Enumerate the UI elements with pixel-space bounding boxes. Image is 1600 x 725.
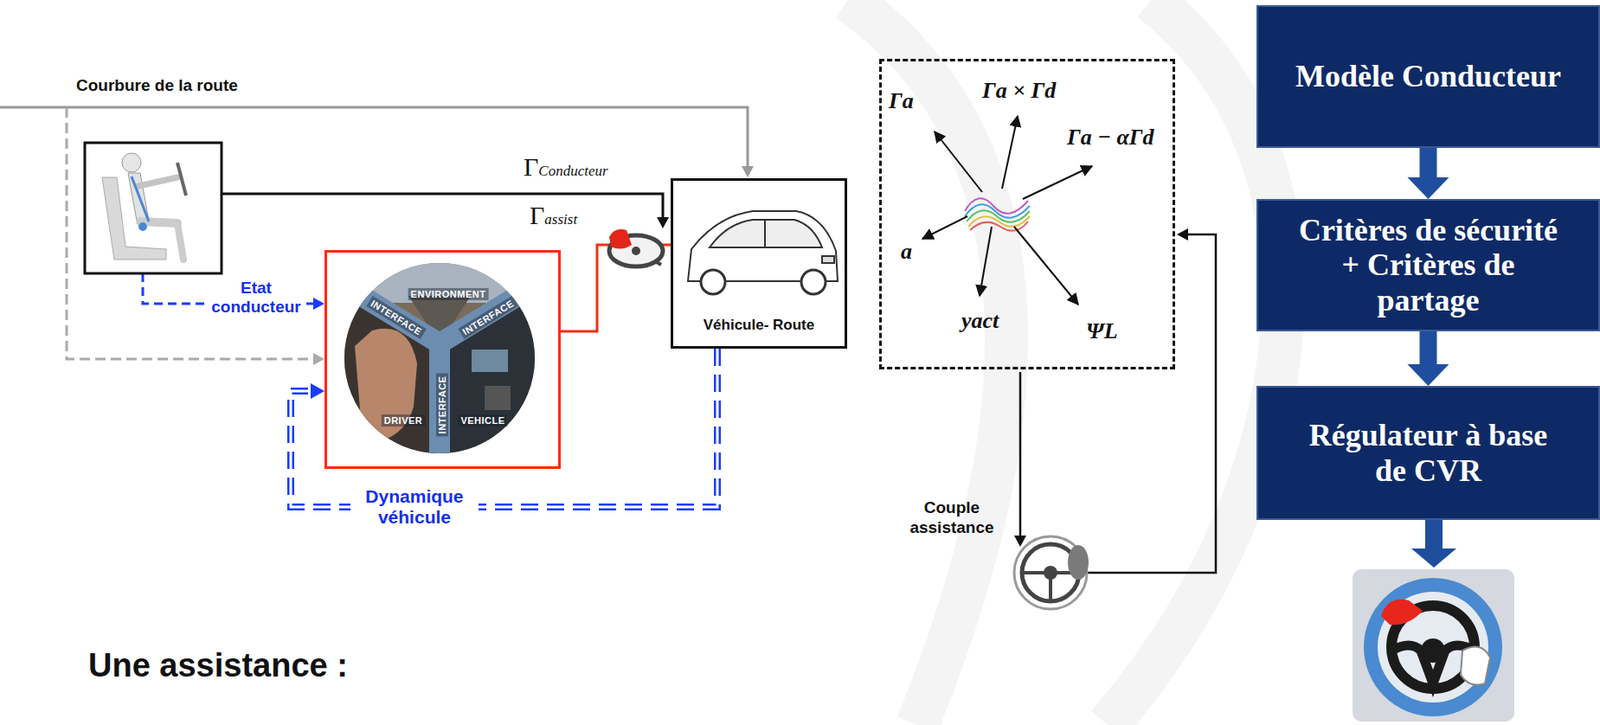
image-label: ENVIRONMENT [408,288,489,301]
signal-name: ΓConducteur [523,152,609,182]
car-wheel [700,269,726,295]
signal-name: Etat conducteur [207,278,305,317]
image-label: INTERFACE [366,295,426,340]
arrowhead [310,383,325,399]
signal-name: Couple assistance [899,497,1004,538]
car-window [709,219,823,248]
assist-torque-line [1019,372,1022,537]
seat-belt [131,176,149,222]
hand [1067,545,1089,580]
band [429,343,450,472]
block-arrow-shaft [1420,147,1438,178]
step-title: Régulateur à base de CVR [1293,417,1564,489]
icon-red-hand [1381,599,1423,625]
criterion-arrow [922,216,968,239]
criterion-symbol: yact [961,307,999,335]
block-arrow-head [1411,548,1457,568]
criterion-arrow [934,131,983,193]
steering-wheel [177,162,187,196]
torso [128,173,149,221]
criterion-symbol: Γa [888,87,914,116]
face [354,328,418,452]
driver-box [84,142,222,274]
interface-bands [337,281,542,472]
assist-wheel-icon [609,229,663,267]
curvature-dashed-line [66,107,315,360]
image-label: INTERFACE [457,295,518,340]
criterion-arrow [1002,115,1018,189]
car-pillar [764,219,766,248]
steering-wheel-icon [1014,536,1089,610]
shin [177,223,184,260]
block-arrow-shaft [1425,520,1443,550]
criterion-arrow [979,226,992,296]
car-light [822,256,835,264]
criteria-box: Γa Γa × Γd Γa − αΓd a yact ΨL [879,58,1176,370]
icon-ground [1352,569,1515,722]
step-box: Modèle Conducteur [1256,5,1600,148]
interface-box: ENVIRONMENTINTERFACEINTERFACEINTERFACEDR… [324,250,561,470]
vehicle-road-box: Véhicule- Route [670,178,848,349]
step-box: Critères de sécurité + Critères de parta… [1256,199,1600,332]
car-wheel [801,269,826,295]
criterion-arrow [1014,226,1079,305]
keypad [484,385,511,411]
driver-figure [84,142,222,274]
criteria-arrows [922,115,1093,305]
step-title: Modèle Conducteur [1295,58,1562,94]
connector-line [290,348,718,508]
criterion-symbol: ΨL [1085,317,1119,346]
box-label: Véhicule- Route [703,316,815,335]
watermark-arc [848,0,1007,725]
connector [290,348,718,508]
driver-area [328,283,440,485]
arrowhead [1014,535,1027,547]
road-label: Courbure de la route [76,76,238,96]
screen [471,349,508,373]
criterion-symbol: Γa × Γd [982,77,1056,105]
interface-photo [328,259,554,485]
image-label: DRIVER [381,414,426,427]
icon-white-hand [1460,647,1491,686]
thigh [140,221,178,224]
image-label: INTERFACE [436,373,449,437]
head [122,153,142,173]
mesh-line [970,221,1029,232]
icon-ring [1363,578,1503,717]
feedback-line [1086,234,1216,573]
car-drawing [687,211,838,295]
criterion-symbol: Γa − αΓd [1066,123,1155,152]
watermark-swirl [848,0,1284,725]
arrowhead [656,217,669,229]
arrowhead [313,297,325,310]
connector [1407,331,1450,386]
shared-driving-icon [1352,569,1515,722]
block-arrow-shaft [1420,331,1438,365]
signal-name: Γassist [529,200,578,231]
red-hand [609,229,632,250]
arm [138,177,178,187]
driver-torque-line [221,193,663,220]
surface-figure [964,198,1030,231]
edge-label: Dynamique véhicule [350,485,479,529]
wheel-spoke [1048,572,1053,601]
slide-text: Une assistance : [88,647,348,685]
connector-inner-line [290,348,718,508]
belt-buckle [138,222,148,232]
dashboard-area [439,283,554,485]
connector [1407,147,1450,200]
criterion-symbol: a [900,237,913,266]
step-box: Régulateur à base de CVR [1256,385,1600,521]
assist-hub [631,246,641,256]
criterion-arrow [1022,166,1093,200]
block-arrow-head [1407,364,1450,386]
step-title: Critères de sécurité + Critères de parta… [1293,212,1564,318]
image-label: VEHICLE [457,414,508,427]
arrowhead [1176,228,1189,241]
arrowhead [313,353,325,366]
block-arrow-head [1407,177,1450,200]
arrowhead [741,166,754,178]
